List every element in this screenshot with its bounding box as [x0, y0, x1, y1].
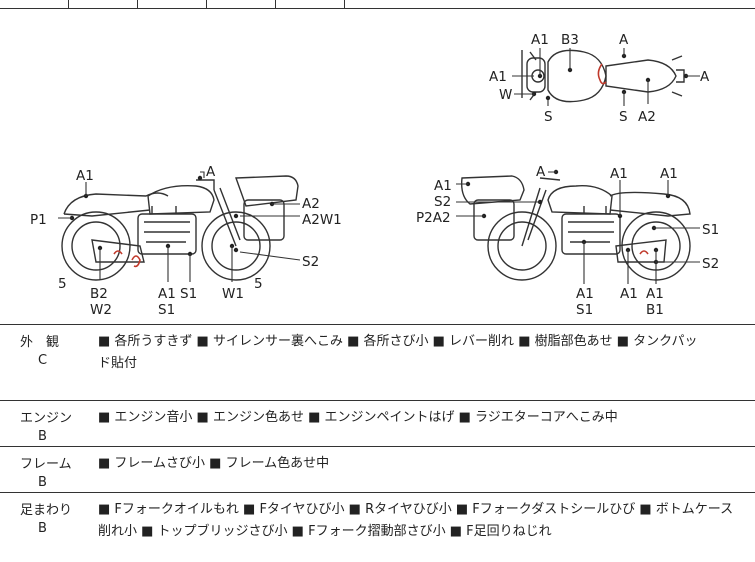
top-label-a1: A1	[531, 32, 549, 48]
section-name: フレーム	[20, 457, 72, 472]
left-label-p1: P1	[30, 212, 47, 228]
right-label-s1: S1	[702, 222, 719, 238]
motorcycle-diagram-svg: A1 B3 A A1 W A S S A2	[30, 32, 719, 318]
left-label-a1-engine: A1	[158, 286, 176, 302]
top-label-w: W	[499, 87, 512, 103]
left-label-5-rear: 5	[58, 276, 67, 292]
left-label-a2w1: A2W1	[302, 212, 342, 228]
section-frame: フレーム B ■ フレームさび小 ■ フレーム色あせ中	[0, 447, 755, 493]
left-label-s1-engine: S1	[158, 302, 175, 318]
section-name: 足まわり	[20, 503, 73, 518]
top-label-s2: S	[619, 109, 628, 125]
damage-diagram: A1 B3 A A1 W A S S A2	[0, 8, 755, 324]
right-label-p2a2: P2A2	[416, 210, 451, 226]
motorcycle-right-view: A A1 A1 A1 S2 P2A2 S1 S2 A1 S1 A1 A1 B1	[416, 164, 719, 318]
section-grade: C	[38, 353, 48, 368]
section-grade: B	[38, 475, 47, 490]
right-label-a1-cowl: A1	[434, 178, 452, 194]
section-grade: B	[38, 429, 47, 444]
section-grade: B	[38, 521, 47, 536]
right-label-a1-exhaust: A1	[620, 286, 638, 302]
left-label-a2: A2	[302, 196, 320, 212]
column-divider	[344, 0, 345, 8]
left-label-w2: W2	[90, 302, 112, 318]
item-line: ■ Fフォークオイルもれ ■ Fタイヤひび小 ■ Rタイヤひび小 ■ Fフォーク…	[98, 502, 734, 517]
right-label-a1-tank: A1	[610, 166, 628, 182]
right-label-a: A	[536, 164, 546, 180]
top-label-a: A	[619, 32, 629, 48]
column-divider	[68, 0, 69, 8]
column-divider	[206, 0, 207, 8]
column-divider	[275, 0, 276, 8]
top-label-a-right: A	[700, 69, 710, 85]
section-name: 外 観	[20, 335, 60, 350]
left-label-a: A	[206, 164, 216, 180]
motorcycle-left-view: A1 A P1 A2 A2W1 S2 5 5 B2 W2 A1 S1 S1 W1	[30, 164, 342, 318]
section-items: ■ フレームさび小 ■ フレーム色あせ中	[98, 453, 746, 475]
right-label-a1-wheel: A1	[646, 286, 664, 302]
item-line: ■ エンジン音小 ■ エンジン色あせ ■ エンジンペイントはげ ■ ラジエターコ…	[98, 410, 618, 425]
condition-report-table: 外 観 C ■ 各所うすきず ■ サイレンサー裏へこみ ■ 各所さび小 ■ レバ…	[0, 324, 755, 562]
left-label-a1: A1	[76, 168, 94, 184]
left-label-b2: B2	[90, 286, 108, 302]
top-label-b3: B3	[561, 32, 579, 48]
left-label-s2: S2	[302, 254, 319, 270]
section-name: エンジン	[20, 411, 73, 426]
right-label-s1-engine: S1	[576, 302, 593, 318]
item-line: ■ 各所うすきず ■ サイレンサー裏へこみ ■ 各所さび小 ■ レバー削れ ■ …	[98, 334, 698, 349]
right-label-a1-seat: A1	[660, 166, 678, 182]
item-line: ド貼付	[98, 356, 138, 371]
section-items: ■ エンジン音小 ■ エンジン色あせ ■ エンジンペイントはげ ■ ラジエターコ…	[98, 407, 746, 429]
section-exterior: 外 観 C ■ 各所うすきず ■ サイレンサー裏へこみ ■ 各所さび小 ■ レバ…	[0, 325, 755, 401]
column-divider	[137, 0, 138, 8]
top-label-a2: A2	[638, 109, 656, 125]
section-suspension: 足まわり B ■ Fフォークオイルもれ ■ Fタイヤひび小 ■ Rタイヤひび小 …	[0, 493, 755, 562]
motorcycle-top-view: A1 B3 A A1 W A S S A2	[489, 32, 710, 125]
header-table-strip	[0, 0, 755, 9]
left-label-s1: S1	[180, 286, 197, 302]
section-items: ■ Fフォークオイルもれ ■ Fタイヤひび小 ■ Rタイヤひび小 ■ Fフォーク…	[98, 499, 746, 543]
right-label-s2-rear: S2	[702, 256, 719, 272]
section-items: ■ 各所うすきず ■ サイレンサー裏へこみ ■ 各所さび小 ■ レバー削れ ■ …	[98, 331, 746, 375]
section-engine: エンジン B ■ エンジン音小 ■ エンジン色あせ ■ エンジンペイントはげ ■…	[0, 401, 755, 447]
left-label-5-front: 5	[254, 276, 263, 292]
item-line: 削れ小 ■ トップブリッジさび小 ■ Fフォーク摺動部さび小 ■ F足回りねじれ	[98, 524, 552, 539]
right-label-a1-engine: A1	[576, 286, 594, 302]
item-line: ■ フレームさび小 ■ フレーム色あせ中	[98, 456, 330, 471]
top-label-a1-left: A1	[489, 69, 507, 85]
left-label-w1: W1	[222, 286, 244, 302]
top-label-s: S	[544, 109, 553, 125]
right-label-s2: S2	[434, 194, 451, 210]
right-label-b1: B1	[646, 302, 664, 318]
